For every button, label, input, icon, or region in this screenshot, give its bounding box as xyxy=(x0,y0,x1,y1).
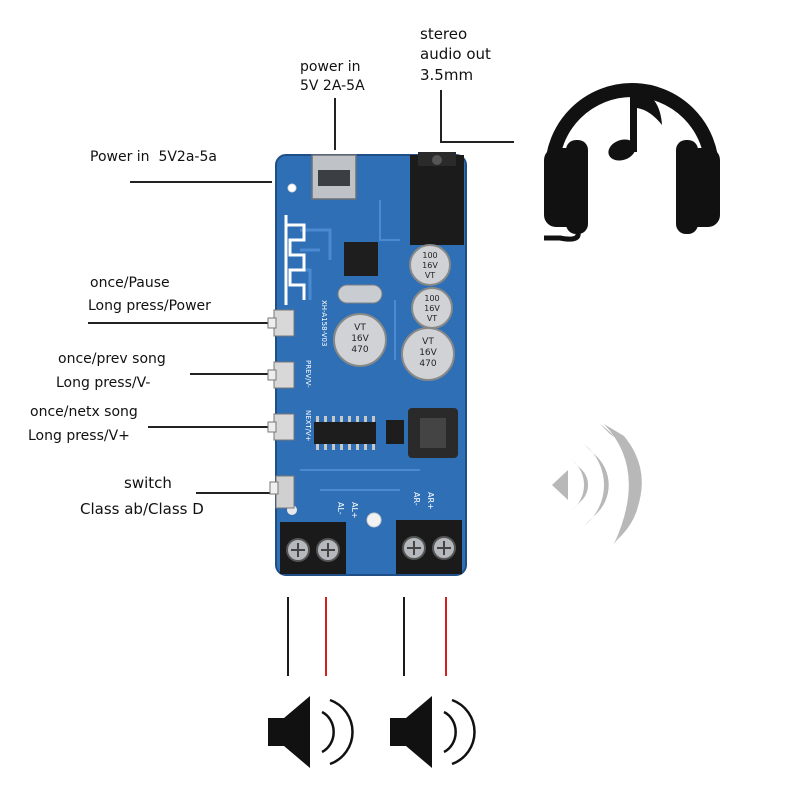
stereo-label-2: audio out xyxy=(420,45,491,63)
crystal xyxy=(337,284,383,304)
terminal-block-left xyxy=(280,522,346,574)
micro-usb-port xyxy=(311,154,357,200)
cap-big-2-text-b: 16V xyxy=(419,348,437,358)
small-chip xyxy=(386,420,404,444)
button-next xyxy=(267,413,295,441)
leader-prev xyxy=(190,373,272,375)
cap-big-1-text-c: VT xyxy=(354,323,366,333)
pause-label-1: once/Pause xyxy=(90,275,170,291)
inductor xyxy=(408,408,458,458)
silk-next-label: NEXT/V+ xyxy=(304,410,312,442)
terminal-block-right xyxy=(396,520,462,574)
capacitor-small-2: 100 16V VT xyxy=(411,287,453,329)
silk-board-label: XH-A158-V03 xyxy=(320,300,328,346)
power-in-top-label-2: 5V 2A-5A xyxy=(300,78,365,94)
leader-switch xyxy=(196,492,274,494)
pause-label-2: Long press/Power xyxy=(88,298,211,314)
cap-big-2-text-a: 470 xyxy=(419,359,436,369)
capacitor-big-2: VT 16V 470 xyxy=(401,327,455,381)
cap-small-1-text-b: 16V xyxy=(422,261,438,270)
leader-power-top xyxy=(334,98,336,150)
capacitor-big-1: VT 16V 470 xyxy=(333,313,387,367)
switch-label-2: Class ab/Class D xyxy=(80,500,204,518)
terminal-right-label-2: AR+ xyxy=(426,492,435,510)
cap-big-1-text-a: 470 xyxy=(351,345,368,355)
power-in-top-label-1: power in xyxy=(300,59,361,75)
bluetooth-chip xyxy=(344,242,378,276)
silk-prev-label: PREV/V- xyxy=(304,360,312,388)
cap-small-2-text-b: 16V xyxy=(424,304,440,313)
audio-jack xyxy=(410,152,464,245)
button-pause xyxy=(267,309,295,337)
switch-label-1: switch xyxy=(124,474,172,492)
leader-next xyxy=(148,426,274,428)
cap-small-1-text-c: VT xyxy=(425,271,435,280)
button-prev xyxy=(267,361,295,389)
stereo-label-1: stereo xyxy=(420,25,468,43)
cap-big-1-text-b: 16V xyxy=(351,334,369,344)
speaker-left-icon xyxy=(268,696,354,768)
wireless-signal-icon xyxy=(552,424,642,545)
cap-big-2-text-c: VT xyxy=(422,337,434,347)
headphones-music-icon xyxy=(544,83,720,242)
prev-label-2: Long press/V- xyxy=(56,375,151,391)
leader-stereo-h xyxy=(440,141,514,143)
terminal-left-label-2: AL+ xyxy=(350,502,359,519)
amplifier-chip xyxy=(314,416,376,450)
class-switch xyxy=(269,475,295,509)
terminal-right-label-1: AR- xyxy=(412,492,421,506)
leader-stereo-v xyxy=(440,90,442,142)
power-in-left-label: Power in 5V2a-5a xyxy=(90,149,217,165)
cap-small-1-text-a: 100 xyxy=(422,251,437,260)
speaker-right-icon xyxy=(390,696,476,768)
terminal-left-label-1: AL- xyxy=(336,502,345,515)
next-label-1: once/netx song xyxy=(30,404,138,420)
stereo-label-3: 3.5mm xyxy=(420,66,474,84)
cap-small-2-text-c: VT xyxy=(427,314,437,323)
bluetooth-antenna xyxy=(284,215,306,305)
cap-small-2-text-a: 100 xyxy=(424,294,439,303)
prev-label-1: once/prev song xyxy=(58,351,166,367)
capacitor-small-1: 100 16V VT xyxy=(409,244,451,286)
leader-power-left xyxy=(130,181,272,183)
leader-pause xyxy=(88,322,268,324)
next-label-2: Long press/V+ xyxy=(28,428,130,444)
